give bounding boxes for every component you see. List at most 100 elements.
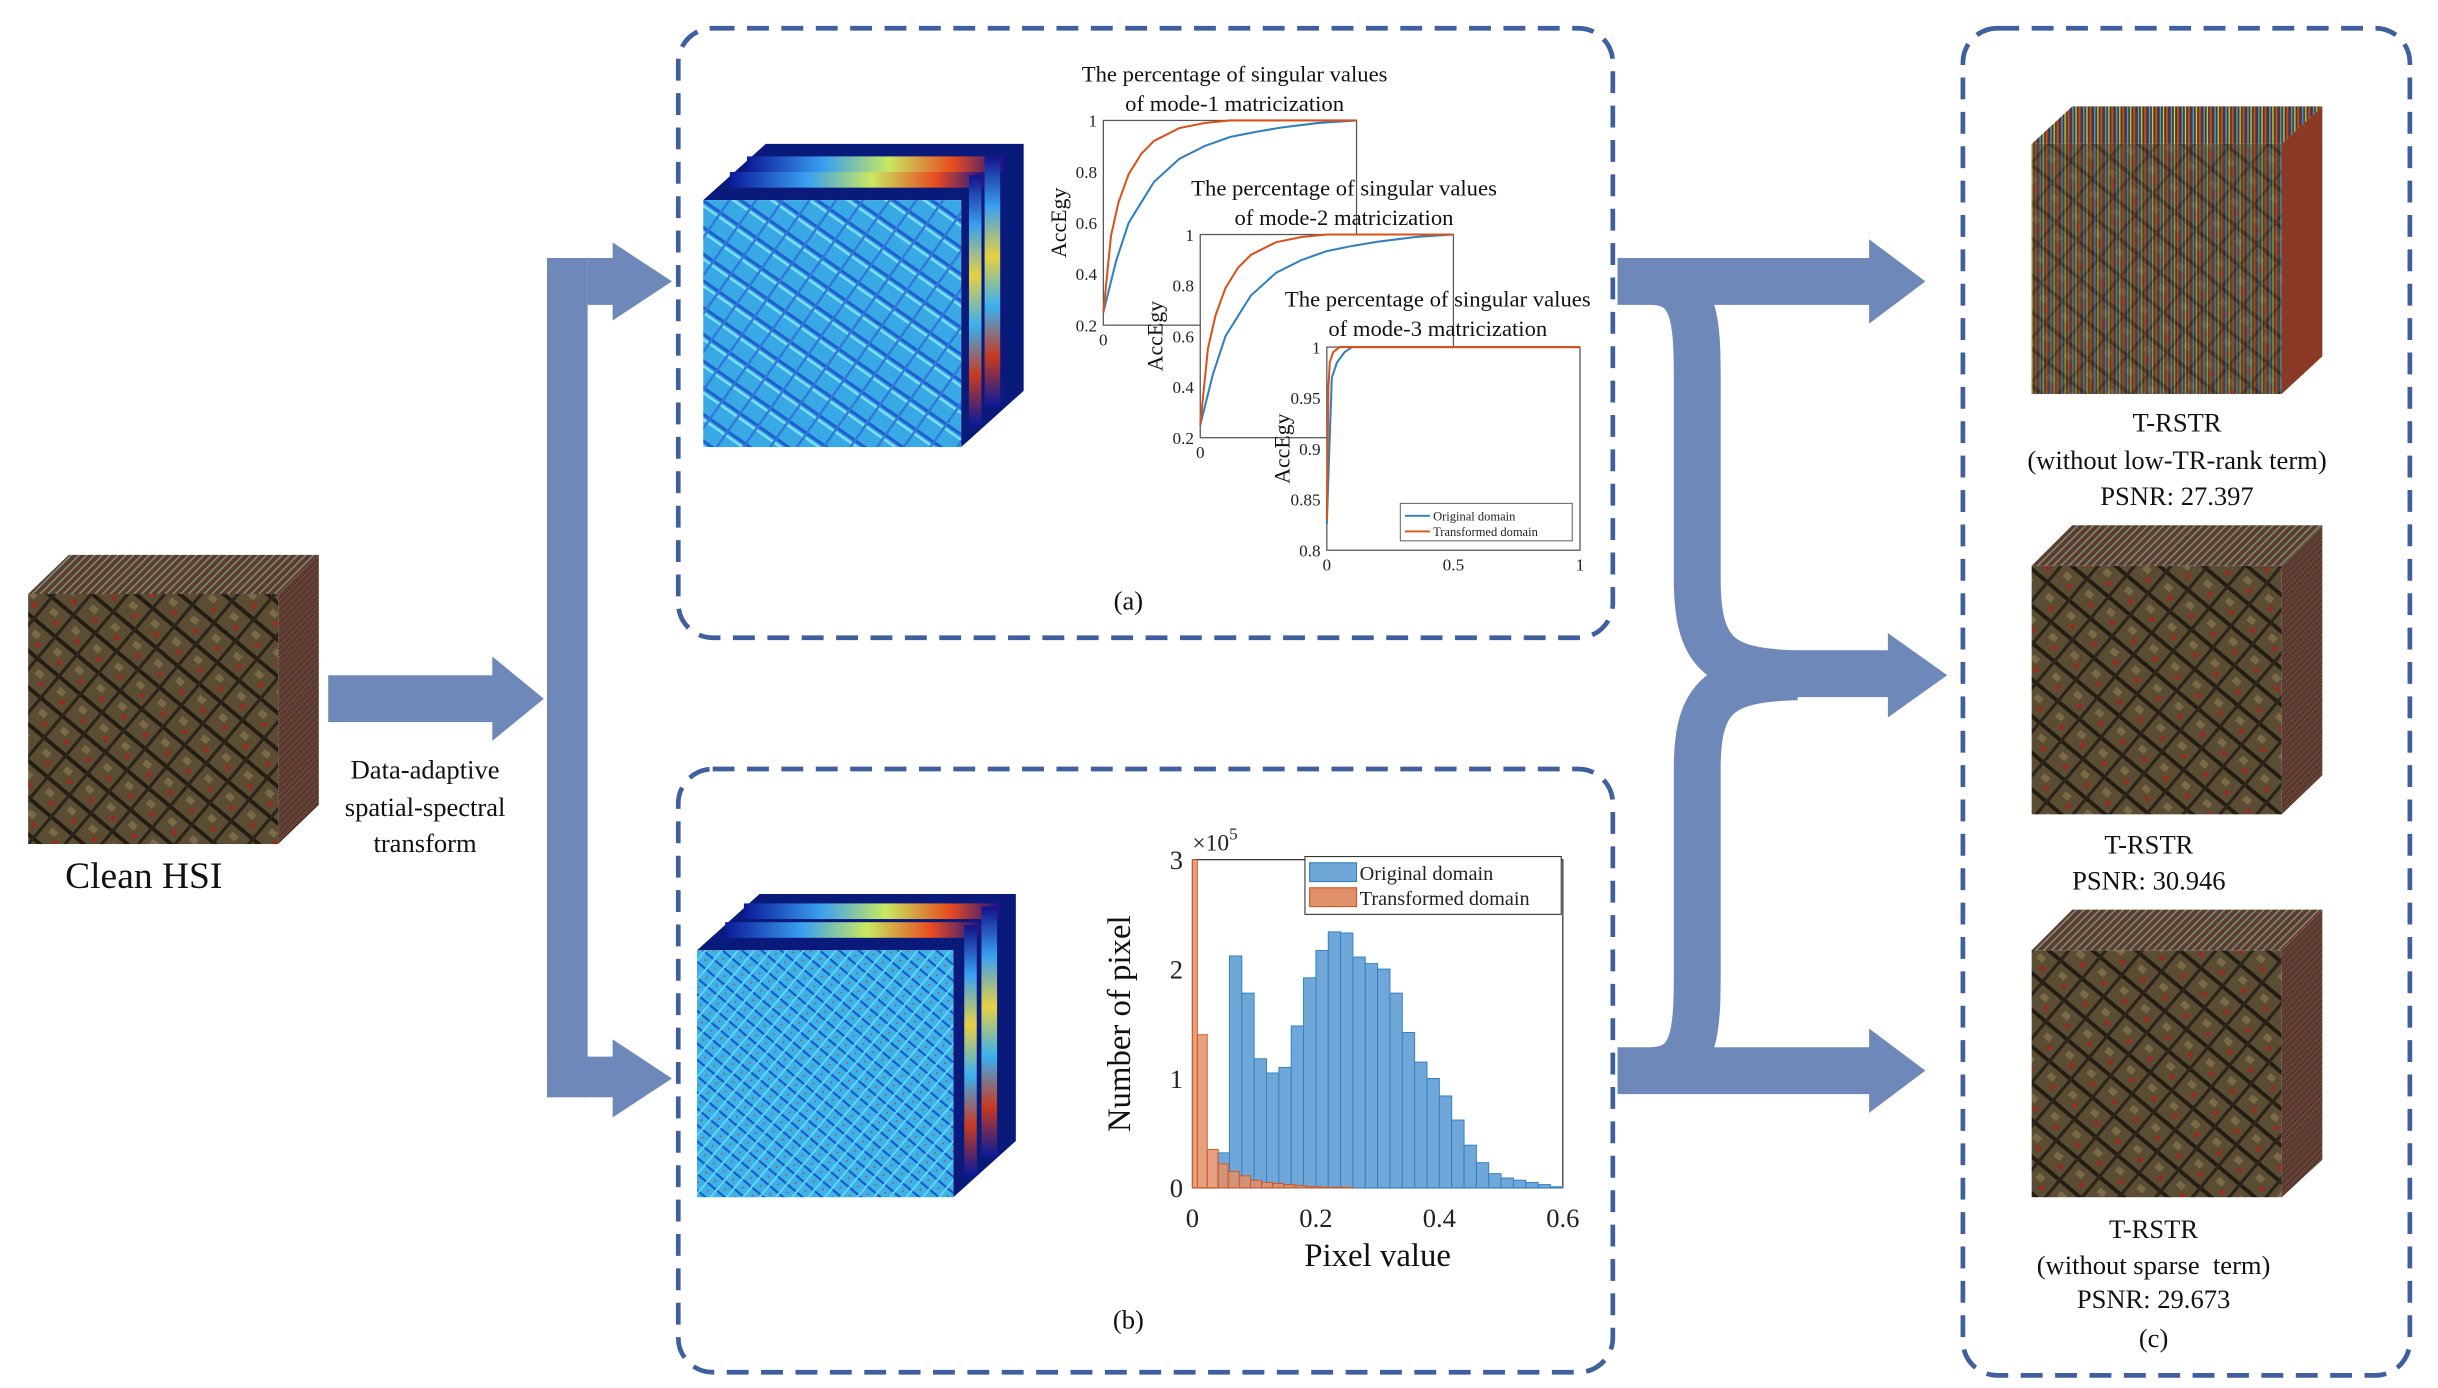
clean-hsi-cube <box>28 554 319 845</box>
histogram-bar-original <box>1488 1173 1502 1189</box>
histogram-bar-original <box>1550 1186 1564 1189</box>
chart-title-line: The percentage of singular values <box>1191 175 1497 200</box>
chart-title-line: The percentage of singular values <box>1082 61 1388 86</box>
x-tick-label: 0.5 <box>1443 556 1464 575</box>
result-2-name: T-RSTR <box>2104 829 2193 859</box>
histogram-bar-original <box>1463 1144 1477 1189</box>
histogram-bar-original <box>1389 992 1403 1189</box>
histogram-bar-original <box>1438 1095 1453 1189</box>
result-3-psnr: PSNR: 29.673 <box>2077 1284 2230 1314</box>
histogram-bar-original <box>1500 1177 1514 1189</box>
histogram-bar-original <box>1241 992 1255 1189</box>
result-3-name: T-RSTR <box>2109 1214 2198 1244</box>
histogram-bar-original <box>1290 1025 1305 1189</box>
line-chart-mode-3: The percentage of singular values of mode… <box>1270 286 1590 574</box>
y-axis-label: Number of pixel <box>1102 915 1138 1132</box>
histogram-bar-original <box>1475 1162 1490 1189</box>
y-tick-label: 0.85 <box>1291 491 1321 510</box>
panel-c-label: (c) <box>2139 1323 2168 1353</box>
x-tick-label: 0.6 <box>1546 1203 1579 1233</box>
y-tick-label: 0.95 <box>1291 389 1321 408</box>
result-1-variant: (without low-TR-rank term) <box>2027 445 2326 475</box>
merge-arrows <box>1617 239 1948 1113</box>
y-tick-label: 0.9 <box>1299 440 1320 459</box>
legend-label: Original domain <box>1360 863 1494 885</box>
x-axis-label: Pixel value <box>1304 1238 1451 1274</box>
y-tick-label: 0.2 <box>1173 429 1194 448</box>
transform-label-line-1: Data-adaptive <box>351 754 500 784</box>
y-tick-label: 0.8 <box>1299 541 1320 560</box>
histogram-bar-original <box>1451 1119 1465 1189</box>
histogram-bar-transformed <box>1305 1186 1323 1189</box>
histogram-bar-transformed <box>1294 1185 1307 1189</box>
split-arrows <box>546 242 673 1118</box>
y-tick-label: 0.2 <box>1076 316 1097 335</box>
histogram-bar-original <box>1278 1067 1292 1189</box>
transform-arrow <box>328 656 544 741</box>
histogram-bar-original <box>1340 932 1354 1189</box>
y-tick-label: 0.6 <box>1173 327 1195 346</box>
transform-label-line-2: spatial-spectral <box>345 792 506 822</box>
y-tick-label: 0 <box>1170 1173 1183 1203</box>
panel-b-label: (b) <box>1113 1305 1144 1335</box>
y-tick-label: 0.4 <box>1076 265 1098 284</box>
clean-hsi-label: Clean HSI <box>65 856 222 897</box>
histogram-bar-original <box>1537 1184 1551 1189</box>
chart-title-line: of mode-3 matricization <box>1328 316 1547 341</box>
transformed-feature-cube-a <box>703 143 1024 448</box>
legend-swatch <box>1309 862 1358 883</box>
y-tick-label: 0.8 <box>1173 277 1194 296</box>
histogram-bar-transformed <box>1272 1183 1285 1189</box>
x-tick-label: 0.2 <box>1299 1203 1332 1233</box>
histogram-bar-transformed <box>1238 1175 1251 1189</box>
histogram-bar-original <box>1377 968 1391 1189</box>
y-tick-label: 2 <box>1170 954 1183 984</box>
histogram-bar-transformed <box>1261 1181 1274 1189</box>
legend-swatch <box>1309 887 1358 908</box>
histogram-bar-transformed <box>1196 1034 1208 1189</box>
y-tick-label: 3 <box>1170 845 1183 875</box>
result-cube-without-sparse <box>2031 909 2323 1198</box>
y-tick-label: 0.8 <box>1076 163 1097 182</box>
histogram-bar-original <box>1229 955 1243 1189</box>
result-1-name: T-RSTR <box>2133 407 2222 437</box>
x-tick-label: 0 <box>1186 1203 1199 1233</box>
legend-box <box>1399 502 1573 542</box>
legend-label: Transformed domain <box>1433 525 1538 539</box>
histogram-bar-original <box>1364 963 1379 1189</box>
result-2-psnr: PSNR: 30.946 <box>2072 865 2225 895</box>
y-tick-label: 1 <box>1185 226 1194 245</box>
x-tick-label: 0 <box>1323 556 1332 575</box>
transformed-feature-cube-b <box>697 894 1016 1198</box>
histogram-bar-original <box>1253 1058 1267 1189</box>
y-tick-label: 0.4 <box>1173 378 1195 397</box>
y-axis-label: AccEgy <box>1270 413 1294 483</box>
result-cube-full <box>2031 525 2323 815</box>
histogram-bar-original <box>1303 977 1317 1189</box>
histogram-bar-transformed <box>1191 859 1198 1189</box>
chart-title-line: The percentage of singular values <box>1285 286 1591 311</box>
x-tick-label: 0 <box>1099 330 1108 349</box>
histogram-bar-transformed <box>1249 1179 1263 1189</box>
y-tick-label: 0.6 <box>1076 214 1098 233</box>
histogram-bar-transformed <box>1227 1170 1240 1189</box>
transform-label-line-3: transform <box>373 828 477 858</box>
x-tick-label: 0.4 <box>1423 1203 1456 1233</box>
y-tick-label: 1 <box>1089 112 1098 131</box>
series-line-transformed <box>1102 119 1357 313</box>
panel-b-border <box>675 766 1616 1375</box>
series-line-original <box>1199 233 1454 426</box>
panel-c-border <box>1960 25 2413 1378</box>
y-multiplier-exponent: 5 <box>1229 824 1238 843</box>
y-tick-label: 1 <box>1170 1064 1183 1094</box>
result-cube-without-low-rank <box>2031 106 2323 394</box>
histogram-bar-transformed <box>1217 1163 1229 1189</box>
histogram-bar-transformed <box>1283 1184 1296 1189</box>
y-tick-label: 1 <box>1312 338 1321 357</box>
histogram-bar-original <box>1266 1072 1280 1189</box>
